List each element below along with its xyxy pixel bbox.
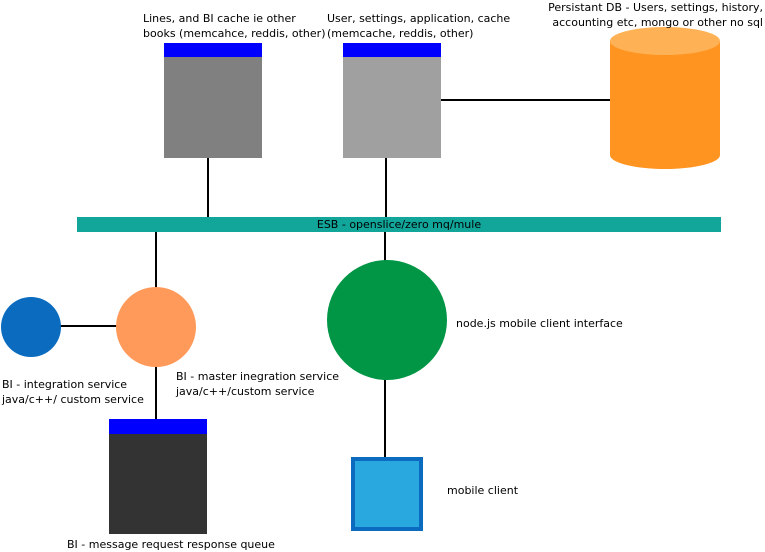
bi-integration-label: BI - integration service java/c++/ custo… bbox=[2, 377, 144, 407]
user-cache-label-line2: (memcache, reddis, other) bbox=[327, 27, 474, 40]
lines-cache-label-line1: Lines, and BI cache ie other bbox=[143, 12, 296, 25]
bi-master-label-line2: java/c++/custom service bbox=[176, 385, 315, 398]
connector-user-cache-db bbox=[441, 99, 611, 101]
mobile-client-box bbox=[351, 457, 423, 531]
connector-user-cache-esb bbox=[385, 158, 387, 218]
bi-integration-node bbox=[1, 297, 61, 357]
persistent-db-label-line2: accounting etc, mongo or other no sql bbox=[552, 16, 763, 29]
lines-cache-label-line2: books (memcahce, reddis, other) bbox=[143, 27, 326, 40]
user-cache-box bbox=[343, 43, 441, 158]
bi-master-label-line1: BI - master inegration service bbox=[176, 370, 340, 383]
bi-queue-label: BI - message request response queue bbox=[67, 538, 275, 551]
user-cache-label-line1: User, settings, application, cache bbox=[327, 12, 511, 25]
lines-cache-box-cap bbox=[164, 43, 262, 57]
database-cylinder-icon bbox=[610, 27, 720, 169]
esb-label: ESB - openslice/zero mq/mule bbox=[316, 218, 482, 231]
bi-integration-label-line1: BI - integration service bbox=[2, 378, 128, 391]
esb-bus: ESB - openslice/zero mq/mule bbox=[77, 217, 721, 232]
bi-master-label: BI - master inegration service java/c++/… bbox=[176, 369, 339, 399]
connector-nodejs-mobile-client bbox=[384, 378, 386, 460]
persistent-db-label-line1: Persistant DB - Users, settings, history… bbox=[548, 1, 763, 14]
bi-integration-label-line2: java/c++/ custom service bbox=[2, 393, 144, 406]
connector-lines-cache-esb bbox=[207, 158, 209, 218]
user-cache-box-cap bbox=[343, 43, 441, 57]
connector-esb-nodejs bbox=[384, 232, 386, 262]
lines-cache-label: Lines, and BI cache ie other books (memc… bbox=[143, 11, 326, 41]
connector-bi-master-queue bbox=[155, 364, 157, 420]
bi-master-node bbox=[116, 287, 196, 367]
persistent-db-label: Persistant DB - Users, settings, history… bbox=[548, 0, 763, 30]
lines-cache-box bbox=[164, 43, 262, 158]
connector-esb-bi-master bbox=[155, 232, 157, 290]
nodejs-node bbox=[327, 260, 447, 380]
connector-bi-integration-bi-master bbox=[60, 325, 120, 327]
mobile-client-label: mobile client bbox=[447, 484, 519, 497]
nodejs-label: node.js mobile client interface bbox=[456, 317, 623, 330]
user-cache-label: User, settings, application, cache (memc… bbox=[327, 11, 510, 41]
bi-queue-box-cap bbox=[109, 419, 207, 434]
bi-queue-box bbox=[109, 419, 207, 534]
